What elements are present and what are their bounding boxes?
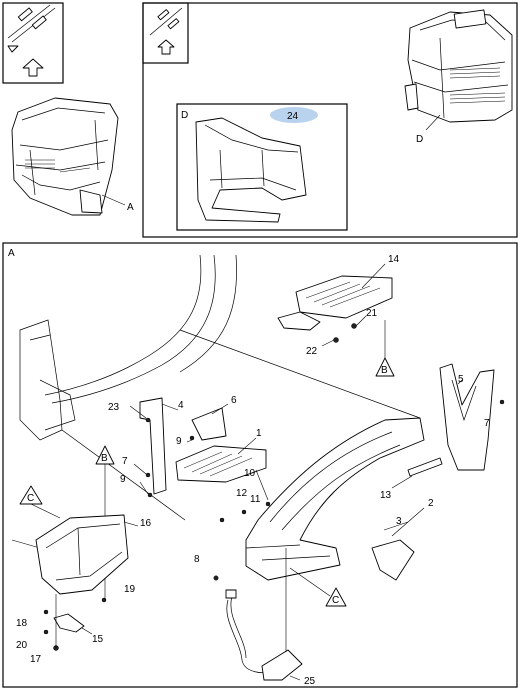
orientation-box-left	[2, 2, 64, 84]
callout-7-right: 7	[484, 418, 490, 429]
step-cover-part	[195, 117, 307, 223]
overview-frame-right: D 24 D	[142, 2, 518, 238]
callout-9-upper: 9	[176, 436, 182, 447]
callout-20: 20	[16, 640, 28, 651]
callout-11: 11	[250, 494, 261, 505]
callout-18: 18	[16, 618, 28, 629]
callout-10: 10	[244, 468, 256, 479]
overview-right-view-label: D	[416, 134, 423, 145]
part-1-lower-step	[175, 437, 267, 483]
part-16-step-cover	[35, 514, 139, 595]
reference-marker-b-right	[375, 357, 395, 377]
callout-14: 14	[388, 254, 400, 265]
front-view-arrow-icon	[157, 39, 175, 55]
callout-1: 1	[256, 428, 262, 439]
callout-6: 6	[231, 395, 237, 406]
callout-3: 3	[396, 516, 402, 527]
highlighted-part-number: 24	[287, 111, 299, 122]
callout-15: 15	[92, 634, 104, 645]
part-6-bracket	[191, 403, 229, 441]
step-highlight-area	[79, 189, 103, 214]
part-13-trim	[391, 457, 443, 489]
step-highlight-area	[404, 83, 419, 111]
part-14-upper-step	[277, 263, 393, 347]
callout-9-lower: 9	[120, 474, 126, 485]
callout-8: 8	[194, 554, 200, 565]
callout-19: 19	[124, 584, 136, 595]
detail-view-label: A	[8, 248, 15, 259]
overview-left-view-label: A	[127, 202, 134, 213]
callout-labels: 1 2 3 4 5 6 7 7 8 9 9 10 11 12 13 14 15 …	[16, 254, 490, 687]
truck-front-overview-left: A	[11, 97, 134, 216]
reference-marker-labels: B B C C	[27, 365, 388, 606]
fasteners	[101, 417, 271, 603]
marker-b-left-label: B	[101, 453, 108, 464]
orientation-box-right	[142, 2, 189, 64]
callout-17: 17	[30, 654, 42, 665]
inset-panel-d: D 24	[176, 103, 348, 231]
detail-view-a: A	[2, 242, 518, 688]
callout-23: 23	[108, 402, 120, 413]
lower-left-hardware	[43, 594, 93, 651]
callout-16: 16	[140, 518, 152, 529]
callout-25: 25	[304, 676, 316, 687]
part-4-bracket	[139, 397, 179, 495]
callout-22: 22	[306, 346, 318, 357]
callout-21: 21	[366, 308, 378, 319]
callout-7-left: 7	[122, 456, 128, 467]
marker-c-left-label: C	[27, 493, 34, 504]
callout-13: 13	[380, 490, 392, 501]
highlight-marker	[270, 107, 318, 123]
cab-body-outline	[19, 254, 421, 521]
marker-b-right-label: B	[381, 365, 388, 376]
part-2-3-bracket	[371, 507, 425, 581]
part-25-harness	[225, 548, 303, 681]
callout-4: 4	[178, 400, 184, 411]
inset-panel-label: D	[181, 110, 188, 121]
front-view-arrow-icon	[22, 58, 44, 77]
callout-5: 5	[458, 374, 464, 385]
reference-marker-c-lower	[325, 587, 347, 607]
wheel-arch-housing	[245, 417, 425, 581]
callout-12: 12	[236, 488, 248, 499]
marker-c-lower-label: C	[332, 595, 339, 606]
truck-front-overview-right: D	[404, 9, 513, 145]
part-5-bracket	[439, 363, 505, 471]
layout-schematic-icon	[7, 4, 56, 53]
callout-2: 2	[428, 498, 434, 509]
